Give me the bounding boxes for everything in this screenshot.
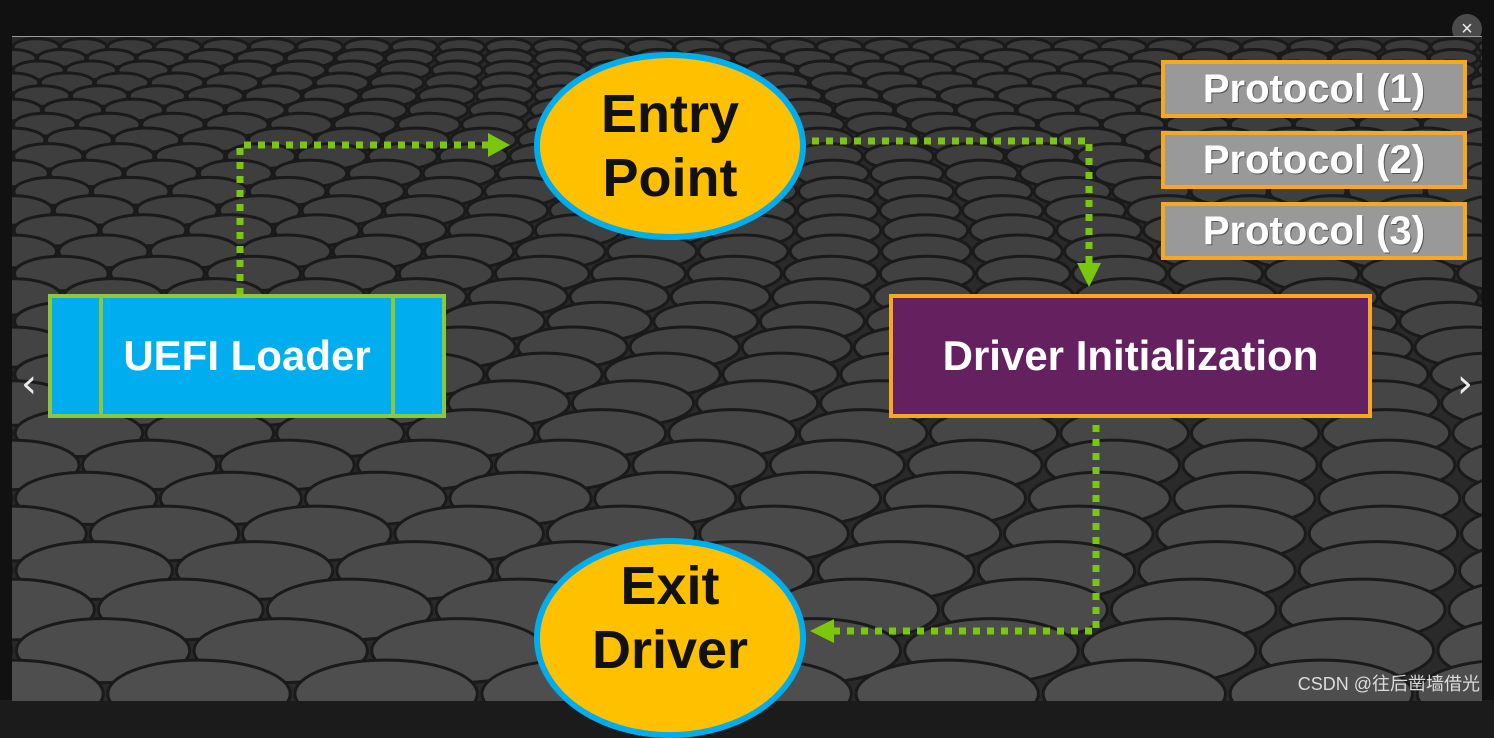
protocol-2-box: Protocol (2) <box>1161 131 1467 189</box>
entry-point-line2: Point <box>602 148 738 208</box>
protocol-1-box: Protocol (1) <box>1161 60 1467 118</box>
csdn-watermark: CSDN @往后凿墙借光 <box>1297 674 1480 694</box>
arrowhead-exit <box>810 619 834 643</box>
driver-initialization-label: Driver Initialization <box>942 332 1319 379</box>
arrow-entry-to-driver <box>812 137 1093 265</box>
uefi-loader-box: UEFI Loader <box>48 294 446 418</box>
protocol-1-label: Protocol (1) <box>1202 66 1426 111</box>
exit-driver-line1: Exit <box>620 556 720 616</box>
exit-driver-node: Exit Driver <box>534 538 806 738</box>
protocol-3-label: Protocol (3) <box>1202 208 1426 253</box>
arrowhead-driver <box>1077 263 1101 287</box>
loader-left-divider <box>99 298 103 414</box>
loader-right-divider <box>391 298 395 414</box>
exit-driver-line2: Driver <box>591 620 749 680</box>
image-viewer: × UEFI Loader Entry Point <box>12 14 1482 738</box>
protocol-2-label: Protocol (2) <box>1202 137 1426 182</box>
arrow-driver-to-exit <box>832 425 1100 635</box>
driver-initialization-box: Driver Initialization <box>889 294 1372 418</box>
entry-point-node: Entry Point <box>534 52 806 240</box>
previous-arrow-icon[interactable]: ‹ <box>21 361 37 407</box>
arrow-loader-to-entry <box>236 141 490 295</box>
entry-point-line1: Entry <box>600 84 740 144</box>
protocol-3-box: Protocol (3) <box>1161 202 1467 260</box>
flow-arrows <box>236 133 1101 643</box>
arrowhead-entry <box>488 133 510 157</box>
uefi-loader-label: UEFI Loader <box>123 332 371 379</box>
next-arrow-icon[interactable]: › <box>1457 361 1473 407</box>
